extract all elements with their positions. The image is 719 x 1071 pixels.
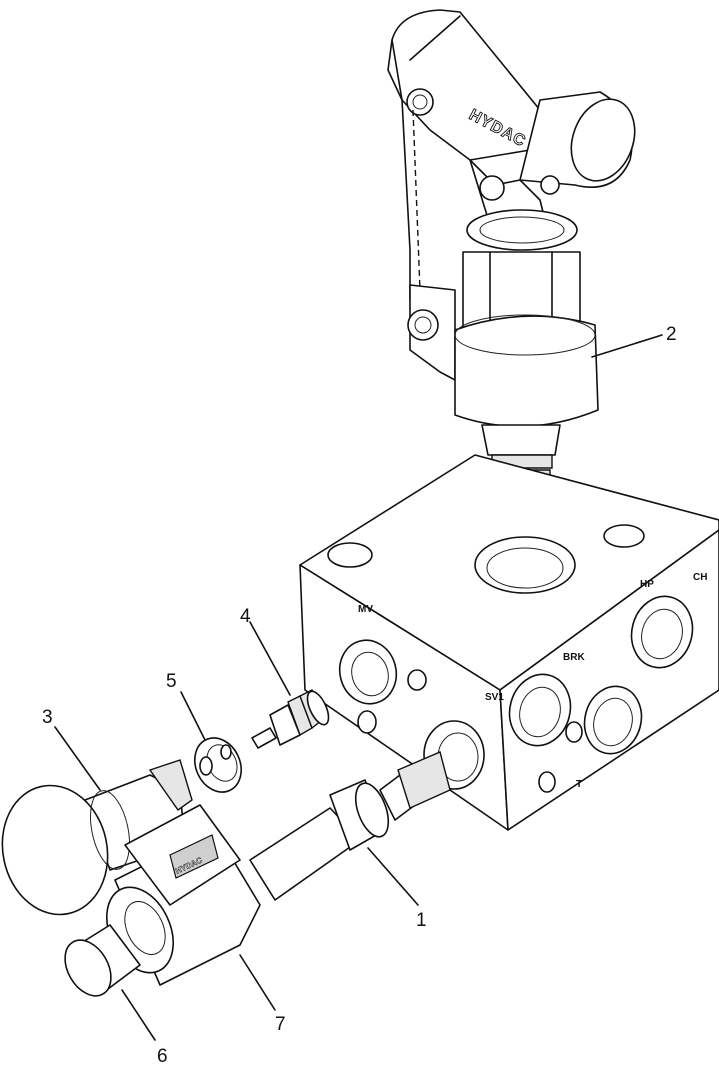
port-label-t: T	[576, 779, 582, 790]
cartridge-4	[251, 689, 330, 749]
callout-4: 4	[240, 606, 251, 627]
port-label-ch: CH	[693, 572, 707, 583]
manifold-block: MV SV1 BRK HP CH T	[299, 454, 719, 831]
callout-2: 2	[666, 324, 677, 345]
leader-lines	[54, 334, 663, 1041]
callout-6: 6	[157, 1046, 168, 1067]
port-label-mv: MV	[358, 604, 373, 615]
callout-3: 3	[42, 707, 53, 728]
callout-1: 1	[416, 910, 427, 931]
solenoid-valve-1-7: HYDAC	[64, 751, 451, 997]
port-label-hp: HP	[640, 579, 654, 590]
callout-5: 5	[166, 671, 177, 692]
callouts: 2 3 4 5 1 7 6	[42, 324, 677, 1067]
port-label-brk: BRK	[563, 652, 585, 663]
port-label-sv1: SV1	[485, 692, 504, 703]
ring-5	[194, 737, 242, 793]
callout-7: 7	[275, 1014, 286, 1035]
hand-pump-assembly: HYDAC	[387, 9, 636, 520]
